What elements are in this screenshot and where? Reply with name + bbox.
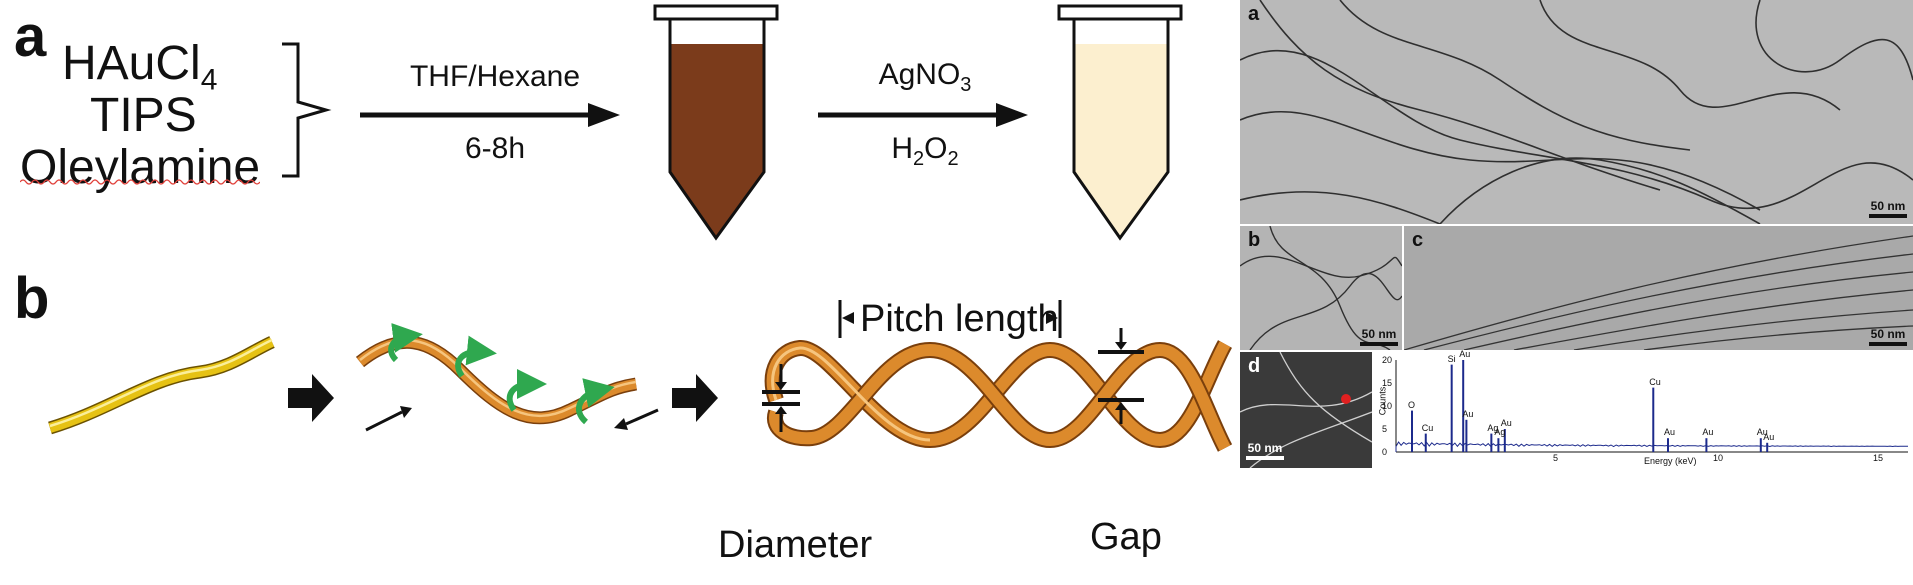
step1-solvent: THF/Hexane <box>409 60 581 93</box>
reagent-tips: TIPS <box>90 89 197 142</box>
gap-label: Gap <box>1090 516 1162 558</box>
step2-reagent-sub: 3 <box>960 74 972 96</box>
step2-oxidant-sub1: 2 <box>913 148 925 170</box>
step2-arrow <box>818 103 1028 127</box>
block-arrow-1 <box>288 374 334 422</box>
pitch-length-bracket <box>838 300 1062 338</box>
step2-oxidant-h: H <box>891 132 914 165</box>
tem-c-scalebar: 50 nm <box>1869 327 1907 346</box>
straight-gold-nanowire <box>48 336 275 435</box>
eds-xtick: 10 <box>1713 453 1724 463</box>
eds-peak-label: Au <box>1500 418 1512 428</box>
step2-oxidant: H2O2 <box>820 132 1030 170</box>
step2-oxidant-sub2: 2 <box>947 148 959 170</box>
eds-peak-label: Au <box>1459 349 1471 359</box>
tem-c-letter: c <box>1412 229 1424 251</box>
eds-ytick: 15 <box>1382 378 1393 388</box>
eds-ytick: 20 <box>1382 355 1393 365</box>
eds-peak-label: Cu <box>1421 422 1434 433</box>
tem-image-b: b 50 nm <box>1240 226 1402 350</box>
tube-pale-solution <box>1057 4 1183 241</box>
tem-b-scale-text: 50 nm <box>1361 327 1397 341</box>
reagent-haucl-sub: 4 <box>200 63 218 97</box>
pitch-length-label: Pitch length <box>860 298 1059 340</box>
eds-peak-label: Au <box>1462 408 1474 419</box>
double-helix <box>764 340 1232 452</box>
tem-image-c: c 50 nm <box>1404 226 1913 350</box>
eds-peak-label: Si <box>1447 353 1456 364</box>
reagent-brace <box>282 42 332 178</box>
eds-ytick: 10 <box>1382 401 1393 411</box>
step2-oxidant-o: O <box>924 132 948 165</box>
eds-peak-label: Ag <box>1494 427 1506 438</box>
spellcheck-underline <box>20 179 260 185</box>
tem-b-letter: b <box>1248 229 1261 251</box>
eds-peak-label: Au <box>1763 431 1775 442</box>
eds-baseline <box>1395 441 1909 452</box>
tem-image-a: a 50 nm <box>1240 0 1913 224</box>
step2-reagent: AgNO3 <box>820 58 1030 96</box>
eds-peak-label: O <box>1408 399 1416 410</box>
diameter-label: Diameter <box>718 524 873 566</box>
tem-b-scalebar: 50 nm <box>1360 327 1398 346</box>
block-arrow-2 <box>672 374 718 422</box>
eds-peak-label: Ag <box>1487 422 1499 433</box>
stem-d-scalebar: 50 nm <box>1246 441 1284 460</box>
tem-c-scale-text: 50 nm <box>1870 327 1906 341</box>
stem-d-scale-text: 50 nm <box>1247 441 1283 455</box>
reagent-haucl4: HAuCl4 <box>62 40 217 96</box>
helix-formation-diagram <box>48 300 1232 452</box>
eds-spectrum-plot <box>1395 360 1909 453</box>
tube-brown-solution <box>653 4 779 241</box>
twisting-nanowire <box>355 322 659 432</box>
eds-xlabel: Energy (keV) <box>1644 456 1697 466</box>
step2-reagent-text: AgNO <box>878 58 961 91</box>
stem-image-d: d 50 nm <box>1240 352 1372 468</box>
eds-ytick: 0 <box>1382 447 1388 457</box>
gap-marker <box>1098 328 1144 424</box>
tem-a-scalebar: 50 nm <box>1869 199 1907 218</box>
tem-c-fibers <box>1404 235 1913 350</box>
eds-peak-label: Au <box>1702 427 1714 438</box>
eds-xtick: 15 <box>1873 453 1884 463</box>
eds-peak-label: Cu <box>1649 376 1661 387</box>
tem-a-fibers <box>1240 0 1913 224</box>
eds-peak-label: Au <box>1756 427 1768 438</box>
panel-a-letter: a <box>14 4 47 69</box>
stem-d-letter: d <box>1248 355 1261 377</box>
eds-peak-label: Au <box>1664 427 1676 438</box>
tem-a-scale-text: 50 nm <box>1870 199 1906 213</box>
panel-b-letter: b <box>14 266 50 331</box>
diameter-marker <box>762 364 800 432</box>
step1-arrow <box>360 103 620 127</box>
step1-time: 6-8h <box>464 132 526 165</box>
reagent-haucl-text: HAuCl <box>62 37 201 90</box>
tem-a-letter: a <box>1248 3 1260 25</box>
eds-xtick: 5 <box>1553 453 1559 463</box>
eds-ytick: 5 <box>1382 424 1388 434</box>
